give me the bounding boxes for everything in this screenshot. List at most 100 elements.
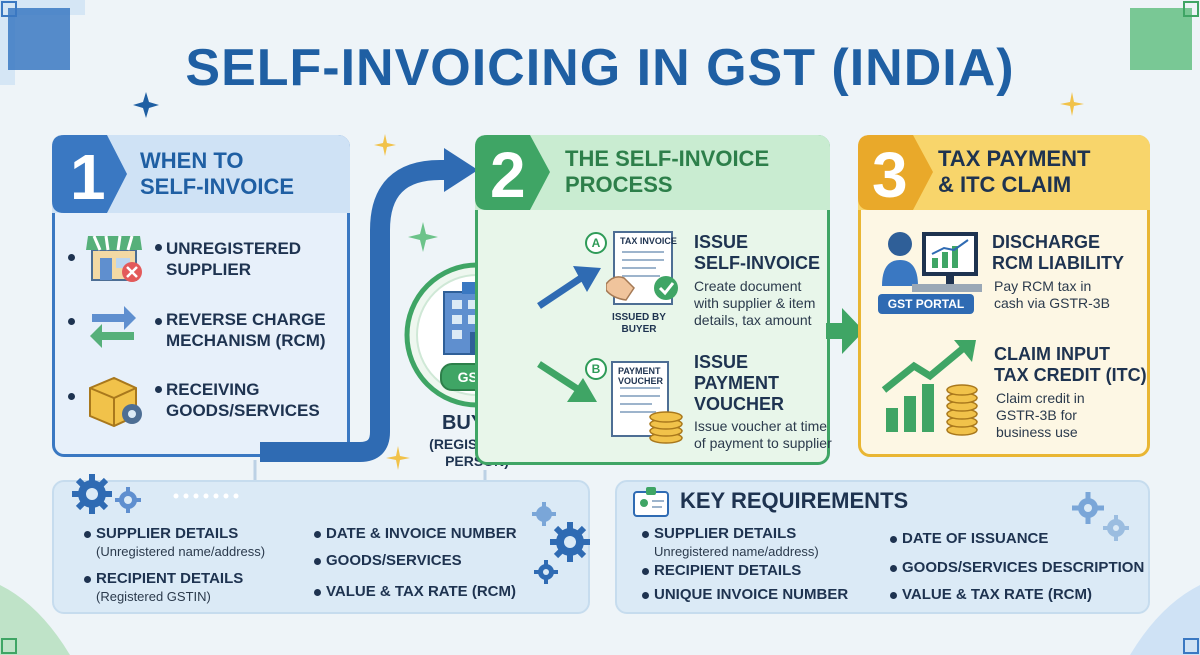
section-1-number: 1: [70, 141, 106, 213]
invoice-contents-box: [52, 480, 590, 614]
item-goods-line2: GOODS/SERVICES: [166, 401, 320, 420]
step-a-badge: A: [585, 232, 607, 254]
left-req-recipient-sub: (Registered GSTIN): [96, 589, 211, 604]
step-a-desc-line1: Create document: [694, 278, 802, 294]
bullet: [890, 565, 897, 572]
bullet: [314, 589, 321, 596]
right-req-goods-description: GOODS/SERVICES DESCRIPTION: [902, 559, 1145, 576]
bullet: [890, 592, 897, 599]
sparkle-icon: [408, 222, 438, 252]
section-1-title-line2: SELF-INVOICE: [140, 174, 295, 199]
arrow-to-step-b: [537, 361, 597, 402]
section-2-number-chevron: [475, 135, 550, 210]
itc-desc-line3: business use: [996, 424, 1078, 440]
step-a-title-line2: SELF-INVOICE: [694, 253, 821, 273]
sparkle-icon: [386, 446, 410, 470]
itc-title-line1: CLAIM INPUT: [994, 344, 1110, 364]
bullet: [68, 254, 75, 261]
section-3-title-line2: & ITC CLAIM: [938, 172, 1072, 197]
bullet: [84, 576, 91, 583]
step-b-title-line3: VOUCHER: [694, 394, 785, 414]
corner-decoration-top-right: [1130, 1, 1199, 70]
discharge-desc-line2: cash via GSTR-3B: [994, 295, 1110, 311]
gears-icon: [72, 474, 141, 514]
bullet: [68, 318, 75, 325]
section-3-title-line1: TAX PAYMENT: [938, 146, 1091, 171]
payment-voucher-icon: [611, 361, 683, 444]
item-unregistered-line1: UNREGISTERED: [166, 239, 302, 258]
right-req-unique-number: UNIQUE INVOICE NUMBER: [654, 586, 849, 603]
key-requirements-title: KEY REQUIREMENTS: [680, 488, 909, 513]
arrow-to-step-a: [537, 266, 601, 309]
discharge-desc-line1: Pay RCM tax in: [994, 278, 1092, 294]
step-a-desc-line2: with supplier & item: [694, 295, 816, 311]
section-2-title-line1: THE SELF-INVOICE: [565, 146, 770, 171]
item-rcm-line1: REVERSE CHARGE: [166, 310, 326, 329]
left-req-recipient: RECIPIENT DETAILS: [96, 570, 244, 587]
id-card-icon: [633, 487, 669, 517]
discharge-title-line1: DISCHARGE: [992, 232, 1101, 252]
right-req-recipient: RECIPIENT DETAILS: [654, 562, 802, 579]
itc-desc-line2: GSTR-3B for: [996, 407, 1077, 423]
gears-icon: [532, 502, 590, 584]
growth-chart-coins-icon: [881, 340, 978, 436]
flow-arrow-to-tax-payment: [826, 308, 864, 354]
issued-by-caption-line2: BUYER: [621, 324, 657, 335]
voucher-doc-label-line2: VOUCHER: [618, 376, 664, 386]
section-1-number-chevron: [52, 135, 127, 213]
bullet: [68, 393, 75, 400]
step-b-desc-line2: of payment to supplier: [694, 435, 832, 451]
bullet: [84, 531, 91, 538]
left-req-date-invoice: DATE & INVOICE NUMBER: [326, 525, 517, 542]
bullet: [155, 386, 162, 393]
bullet: [642, 568, 649, 575]
sparkle-icon: [374, 134, 396, 156]
flow-arrow-to-process: [260, 148, 478, 462]
left-req-supplier: SUPPLIER DETAILS: [96, 525, 239, 542]
section-2-number: 2: [490, 139, 526, 211]
section-2-title-line2: PROCESS: [565, 172, 673, 197]
reverse-arrows-icon: [90, 306, 136, 348]
section-3-number-chevron: [858, 135, 933, 210]
item-goods-line1: RECEIVING: [166, 380, 260, 399]
step-a-desc-line3: details, tax amount: [694, 312, 812, 328]
step-b-desc-line1: Issue voucher at time: [694, 418, 828, 434]
corner-decoration-bottom-left: [0, 585, 70, 655]
right-req-date-issuance: DATE OF ISSUANCE: [902, 530, 1049, 547]
step-b-title-line2: PAYMENT: [694, 373, 780, 393]
bullet: [642, 592, 649, 599]
bullet: [642, 531, 649, 538]
itc-desc-line1: Claim credit in: [996, 390, 1085, 406]
page-title: SELF-INVOICING IN GST (INDIA): [185, 39, 1015, 97]
gst-portal-computer-icon: [882, 232, 982, 292]
item-rcm-line2: MECHANISM (RCM): [166, 331, 326, 350]
gst-portal-label: GST PORTAL: [878, 294, 974, 314]
section-1-title-line1: WHEN TO: [140, 148, 244, 173]
right-req-supplier: SUPPLIER DETAILS: [654, 525, 797, 542]
corner-decoration-top-left: [0, 0, 85, 85]
step-b-title-line1: ISSUE: [694, 352, 749, 372]
tax-invoice-doc-label: TAX INVOICE: [620, 236, 677, 246]
dotted-divider: [173, 493, 239, 499]
voucher-doc-label-line1: PAYMENT: [618, 366, 661, 376]
left-req-goods: GOODS/SERVICES: [326, 552, 462, 569]
left-req-supplier-sub: (Unregistered name/address): [96, 544, 266, 559]
bullet: [890, 536, 897, 543]
itc-title-line2: TAX CREDIT (ITC): [994, 365, 1147, 385]
section-3-number: 3: [872, 139, 908, 211]
sparkle-icon: [1060, 92, 1084, 116]
right-req-value-tax: VALUE & TAX RATE (RCM): [902, 586, 1092, 603]
shop-icon: [86, 235, 142, 282]
bullet: [155, 318, 162, 325]
key-requirements-box: [615, 480, 1150, 614]
gears-icon: [1072, 492, 1129, 541]
right-req-supplier-sub: Unregistered name/address): [654, 544, 819, 559]
tax-invoice-document-icon: [606, 231, 678, 305]
package-gear-icon: [89, 376, 142, 428]
left-req-value-tax: VALUE & TAX RATE (RCM): [326, 583, 516, 600]
item-unregistered-line2: SUPPLIER: [166, 260, 252, 279]
bullet: [314, 558, 321, 565]
step-b-badge: B: [585, 358, 607, 380]
discharge-title-line2: RCM LIABILITY: [992, 253, 1124, 273]
issued-by-caption-line1: ISSUED BY: [612, 312, 666, 323]
